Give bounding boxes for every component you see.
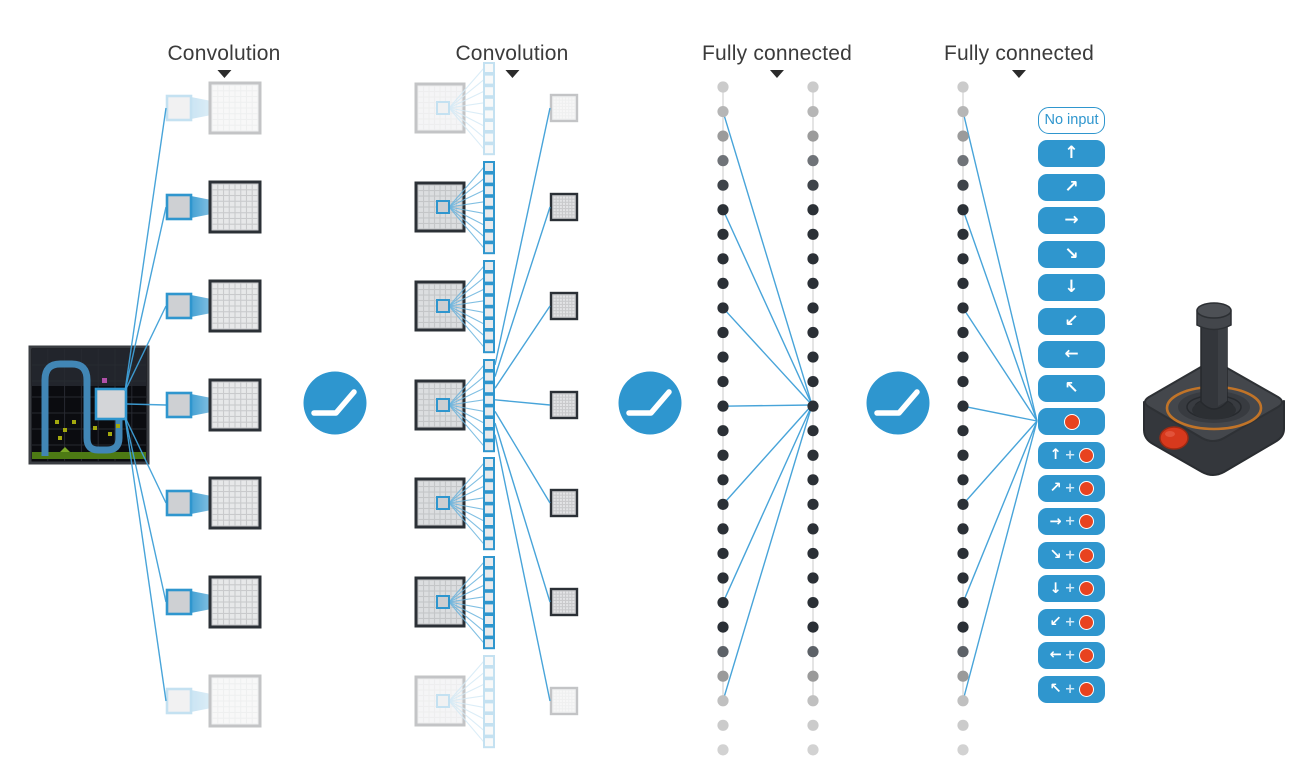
conv2-row <box>414 62 579 156</box>
action-button-down: ↓ <box>1038 274 1105 302</box>
fc1-fan-lines <box>722 111 813 701</box>
atari-joystick-icon <box>1143 302 1285 476</box>
action-button-up-right: ↗ <box>1038 173 1105 201</box>
action-label: No input <box>1044 112 1099 129</box>
direction-arrow-icon: → <box>1049 513 1062 530</box>
fire-button-icon <box>1078 547 1094 563</box>
plus-sign: + <box>1064 480 1076 496</box>
fc2-neuron-column <box>957 81 969 756</box>
conv1-row <box>165 378 262 432</box>
conv1-row <box>165 575 262 629</box>
conv1-row <box>165 81 262 135</box>
conv1-row <box>165 674 262 728</box>
plus-sign: + <box>1064 681 1076 697</box>
conv2-fan-lines <box>494 107 551 702</box>
layer-label-text: Fully connected <box>943 42 1095 65</box>
plus-sign: + <box>1064 581 1076 597</box>
direction-arrow-icon: ↙ <box>1049 614 1062 630</box>
conv2-row <box>414 359 579 453</box>
layer-label-convolution-1: Convolution <box>167 42 280 78</box>
action-button-up-fire: ↑+ <box>1038 441 1105 469</box>
direction-arrow-icon: ↘ <box>1049 547 1062 564</box>
plus-sign: + <box>1064 547 1076 563</box>
direction-arrow-icon: ↗ <box>1064 176 1079 197</box>
arrow-down-icon <box>504 70 519 78</box>
input-to-conv1-lines <box>124 107 167 702</box>
fire-button-icon <box>1078 614 1094 630</box>
conv2-row <box>414 655 579 749</box>
action-button-left: ← <box>1038 341 1105 369</box>
fire-button-icon <box>1078 648 1094 664</box>
action-button-down-fire: ↓+ <box>1038 575 1105 603</box>
direction-arrow-icon: ↓ <box>1049 580 1062 597</box>
action-button-up-left: ↖ <box>1038 374 1105 402</box>
direction-arrow-icon: ↗ <box>1049 480 1062 497</box>
relu-icon <box>618 371 682 435</box>
action-button-fire <box>1038 408 1105 436</box>
conv2-row <box>414 556 579 650</box>
fire-button-icon <box>1078 514 1094 530</box>
fire-button-icon <box>1078 581 1094 597</box>
plus-sign: + <box>1064 514 1076 530</box>
conv1-row <box>165 279 262 333</box>
direction-arrow-icon: ↑ <box>1049 446 1062 463</box>
arrow-down-icon <box>770 70 784 78</box>
layer-label-convolution-2: Convolution <box>455 42 568 78</box>
action-button-down-left-fire: ↙+ <box>1038 608 1105 636</box>
fire-button-icon <box>1078 681 1094 697</box>
direction-arrow-icon: ↖ <box>1064 377 1079 398</box>
layer-label-fully-connected-2: Fully connected <box>944 42 1094 78</box>
conv1-layer <box>165 81 262 728</box>
arrow-down-icon <box>216 70 231 78</box>
direction-arrow-icon: ↖ <box>1049 680 1062 697</box>
direction-arrow-icon: ↙ <box>1064 310 1079 331</box>
conv1-row <box>165 476 262 530</box>
action-button-no-input: No input <box>1038 107 1105 134</box>
action-button-up: ↑ <box>1038 140 1105 168</box>
conv1-row <box>165 180 262 234</box>
relu-icon <box>866 371 930 435</box>
direction-arrow-icon: ↓ <box>1064 277 1079 298</box>
conv2-row <box>414 260 579 354</box>
input-patch <box>94 387 128 421</box>
fc1-neuron-column-a <box>717 81 729 756</box>
direction-arrow-icon: ↑ <box>1064 143 1079 164</box>
action-button-left-fire: ←+ <box>1038 642 1105 670</box>
fire-button-icon <box>1078 447 1094 463</box>
plus-sign: + <box>1064 648 1076 664</box>
arrow-down-icon <box>1012 70 1026 78</box>
action-button-right: → <box>1038 207 1105 235</box>
direction-arrow-icon: ← <box>1049 647 1062 664</box>
direction-arrow-icon: → <box>1064 210 1079 231</box>
layer-label-text: Convolution <box>167 42 281 65</box>
action-button-down-right: ↘ <box>1038 240 1105 268</box>
direction-arrow-icon: ↘ <box>1064 243 1079 264</box>
plus-sign: + <box>1064 614 1076 630</box>
fc2-fan-lines <box>962 111 1038 701</box>
action-button-right-fire: →+ <box>1038 508 1105 536</box>
action-button-up-left-fire: ↖+ <box>1038 675 1105 703</box>
conv2-row <box>414 161 579 255</box>
conv2-layer <box>414 62 579 749</box>
layer-label-fully-connected-1: Fully connected <box>702 42 852 78</box>
plus-sign: + <box>1064 447 1076 463</box>
direction-arrow-icon: ← <box>1064 344 1079 365</box>
fire-button-icon <box>1078 480 1094 496</box>
layer-label-text: Convolution <box>455 42 569 65</box>
conv2-row <box>414 457 579 551</box>
action-button-down-left: ↙ <box>1038 307 1105 335</box>
action-button-up-right-fire: ↗+ <box>1038 474 1105 502</box>
fc1-neuron-column-b <box>807 81 819 756</box>
layer-label-text: Fully connected <box>701 42 853 65</box>
relu-icon <box>303 371 367 435</box>
fire-button-icon <box>1063 413 1080 430</box>
action-button-down-right-fire: ↘+ <box>1038 541 1105 569</box>
